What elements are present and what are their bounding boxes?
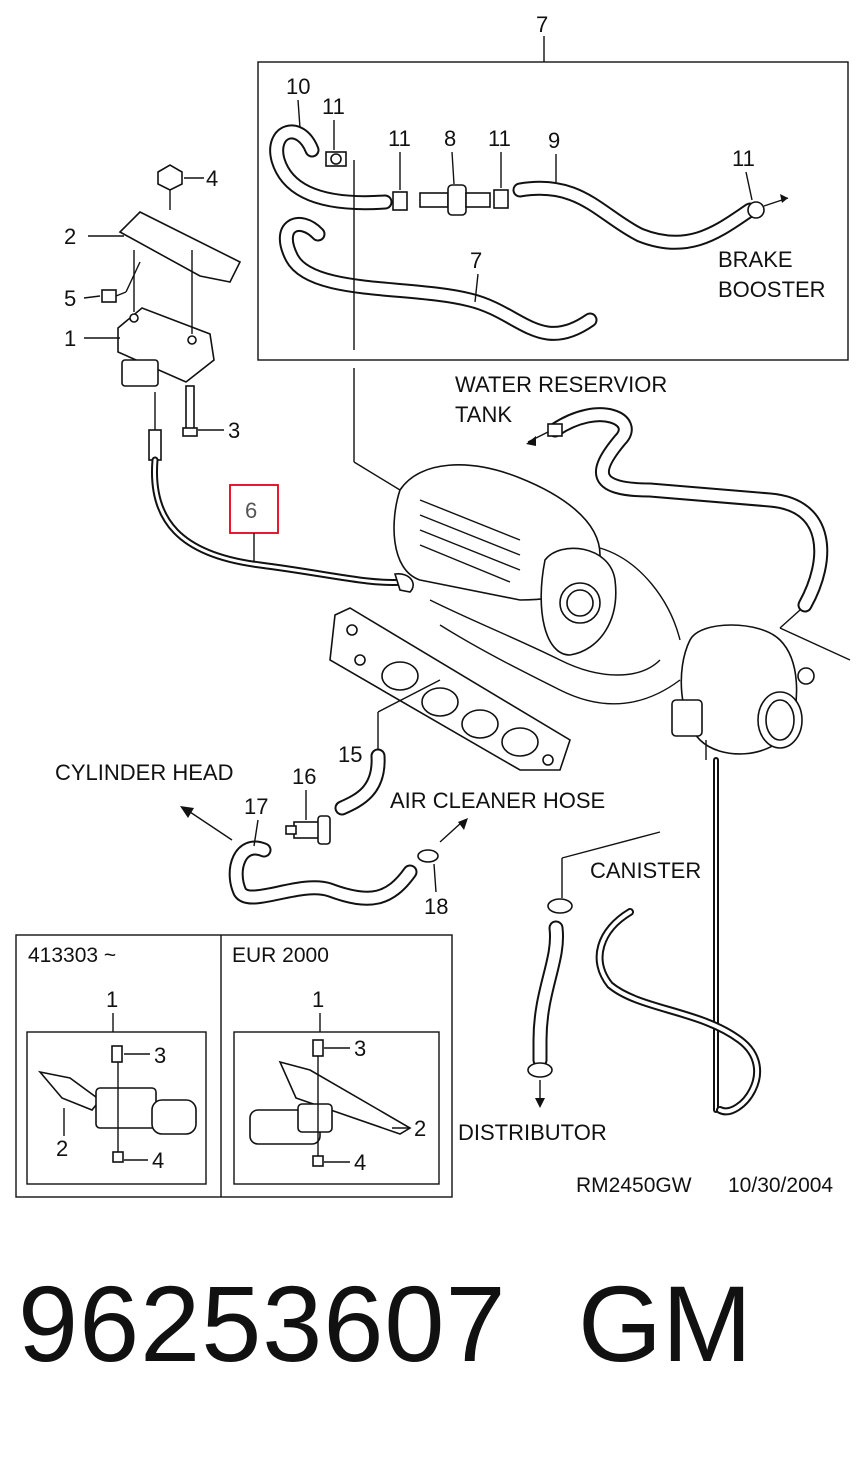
inset-right-callout-2: 2 (414, 1116, 426, 1141)
label-canister: CANISTER (590, 858, 701, 883)
bolt-icon (101, 289, 127, 303)
hose-clamp-icon (547, 898, 573, 914)
hose-clamp-icon (392, 191, 408, 211)
nut-icon (157, 164, 183, 191)
canister-lines: CANISTER DISTRIBUTOR (458, 757, 762, 1145)
inset-right-callout-3: 3 (354, 1036, 366, 1061)
callout-9: 9 (548, 128, 560, 153)
callout-11-c: 11 (488, 126, 511, 151)
hose-clamp-icon (493, 189, 509, 209)
reference-code: RM2450GW (576, 1174, 692, 1197)
map-sensor-group: 4 2 5 1 3 (64, 164, 242, 443)
inset-right-callout-4: 4 (354, 1150, 366, 1175)
variant-insets: 413303 ~ 1 3 2 4 EUR 2000 1 (15, 934, 453, 1198)
callout-7-top: 7 (536, 12, 548, 37)
callout-4: 4 (206, 166, 218, 191)
pcv-valve-icon (285, 815, 331, 845)
brand-name: GM (578, 1263, 752, 1384)
water-reservoir-hose: WATER RESERVIOR TANK (455, 372, 851, 661)
label-brake: BRAKE (718, 247, 793, 272)
vacuum-hose-6: 6 (148, 392, 414, 593)
inset-left-title: 413303 ~ (28, 944, 116, 967)
inset-left-callout-4: 4 (152, 1148, 164, 1173)
label-tank: TANK (455, 402, 512, 427)
hose-clamp-icon (325, 151, 347, 167)
label-cylinder-head: CYLINDER HEAD (55, 760, 233, 785)
callout-11-d: 11 (732, 146, 755, 171)
callout-5: 5 (64, 286, 76, 311)
callout-7-inner: 7 (470, 248, 482, 273)
inset-left-callout-3: 3 (154, 1043, 166, 1068)
callout-1: 1 (64, 326, 76, 351)
callout-3: 3 (228, 418, 240, 443)
callout-17: 17 (244, 794, 268, 819)
inset-right-title: EUR 2000 (232, 944, 329, 967)
check-valve-icon (419, 184, 491, 216)
map-sensor-icon (249, 1039, 412, 1167)
bolt-icon (182, 385, 198, 437)
label-booster: BOOSTER (718, 277, 826, 302)
hose-clamp-icon (527, 1062, 553, 1078)
bracket-icon (118, 211, 242, 283)
throttle-body-icon (671, 624, 815, 760)
inset-right-callout-1: 1 (312, 987, 324, 1012)
pcv-hose-group: 15 16 17 CYLINDER HEAD 18 AIR CLEANER HO… (55, 679, 605, 919)
label-distributor: DISTRIBUTOR (458, 1120, 607, 1145)
callout-11-a: 11 (322, 94, 345, 119)
inset-left-callout-2: 2 (56, 1136, 68, 1161)
hose-clamp-icon (417, 849, 439, 863)
callout-2: 2 (64, 224, 76, 249)
callout-8: 8 (444, 126, 456, 151)
callout-18: 18 (424, 894, 448, 919)
reference-date: 10/30/2004 (728, 1174, 833, 1197)
hose-clamp-icon (747, 194, 789, 219)
intake-manifold-icon (329, 464, 681, 771)
inset-left-callout-1: 1 (106, 987, 118, 1012)
map-sensor-icon (37, 1045, 197, 1163)
callout-10: 10 (286, 74, 310, 99)
callout-15: 15 (338, 742, 362, 767)
callout-16: 16 (292, 764, 316, 789)
label-air-cleaner-hose: AIR CLEANER HOSE (390, 788, 605, 813)
callout-6: 6 (245, 498, 257, 523)
vacuum-hose-assembly-box: 7 10 7 11 11 8 11 (257, 12, 849, 361)
part-number: 96253607 (18, 1263, 507, 1384)
label-water-reservoir: WATER RESERVIOR (455, 372, 667, 397)
callout-11-b: 11 (388, 126, 411, 151)
map-sensor-icon (117, 307, 215, 387)
